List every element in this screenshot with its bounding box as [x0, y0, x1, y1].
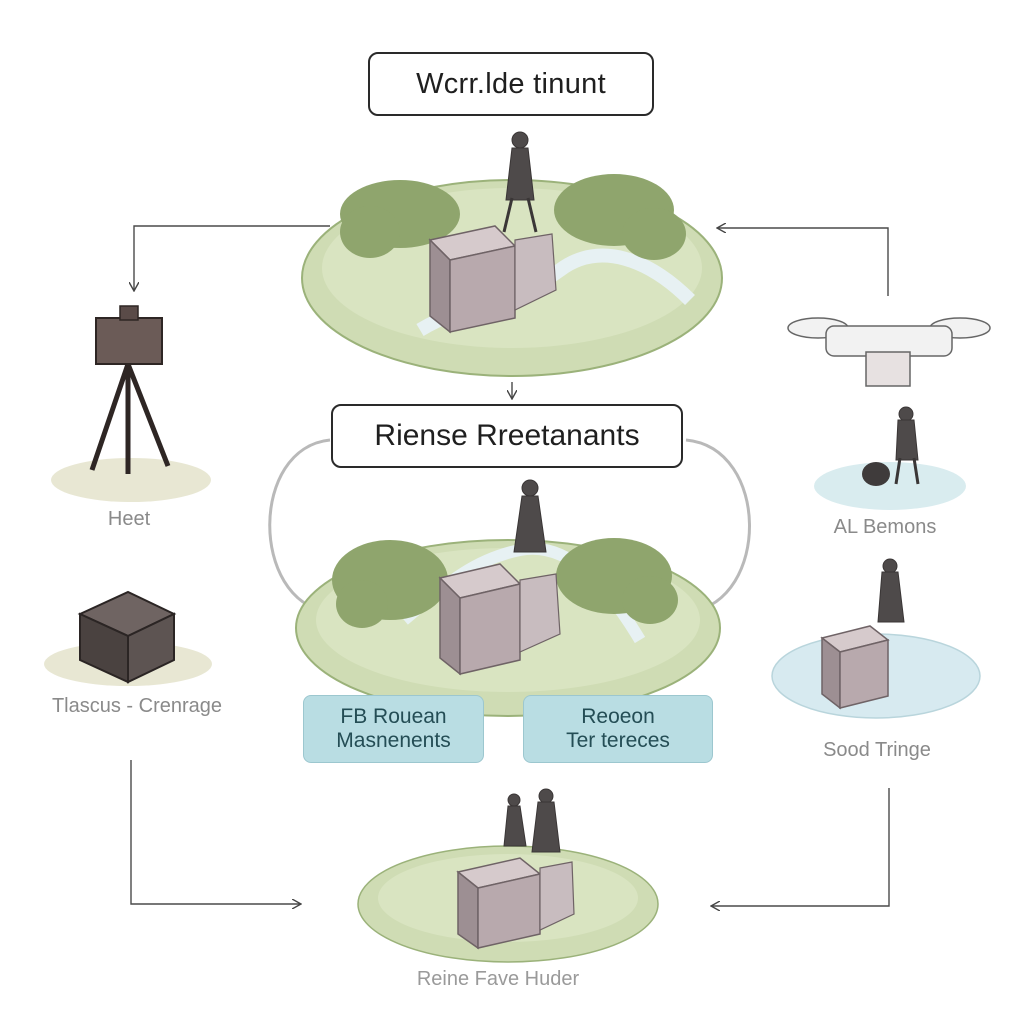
middle-title: Riense Rreetanants [374, 419, 640, 452]
left-tripod-scene [51, 305, 211, 502]
diagram-title-box: Wcrr.lde tinunt [368, 52, 654, 116]
label-right-top: AL Bemons [833, 516, 937, 538]
teal-box-left: FB Rouean Masnenents [303, 695, 484, 763]
left-cube-scene [44, 590, 212, 686]
teal-box-right-line2: Ter tereces [566, 729, 670, 752]
right-block-scene [771, 558, 981, 719]
block-icon [456, 857, 575, 950]
camera-tripod-icon [89, 305, 171, 474]
teal-box-left-line2: Masnenents [336, 729, 451, 752]
person-icon [894, 406, 920, 485]
arrow-top-to-left [134, 225, 330, 290]
teal-box-right-line1: Reoeon [581, 704, 655, 728]
arrow-right-to-top [718, 228, 889, 296]
bottom-island-scene [357, 788, 659, 963]
person-icon [502, 131, 538, 233]
label-right-bottom: Sood Tringe [823, 739, 931, 761]
cube-icon [77, 590, 177, 684]
person-icon [503, 788, 561, 853]
connector-lines [130, 225, 890, 906]
teal-box-left-line1: FB Rouean [340, 704, 447, 728]
person-icon [877, 558, 905, 623]
person-icon [513, 479, 547, 553]
diagram-title: Wcrr.lde tinunt [416, 67, 606, 100]
block-icon [438, 563, 561, 676]
label-left-top: Heet [107, 508, 151, 530]
middle-island-scene [295, 479, 721, 717]
tree-icon [340, 174, 686, 260]
tree-icon [332, 538, 678, 628]
teal-box-right: Reoeon Ter tereces [523, 695, 713, 763]
loop-arcs [268, 438, 751, 614]
middle-title-box: Riense Rreetanants [331, 404, 683, 468]
block-icon [428, 225, 557, 334]
arrow-right-to-bottom [712, 788, 890, 906]
label-bottom: Reine Fave Huder [416, 968, 580, 990]
right-drone-scene [787, 317, 991, 510]
label-left-bottom: Tlascus - Crenrage [51, 695, 223, 717]
block-icon [820, 625, 890, 710]
arrow-left-to-bottom [130, 760, 300, 904]
top-island-scene [301, 131, 723, 377]
drone-icon [787, 317, 991, 387]
